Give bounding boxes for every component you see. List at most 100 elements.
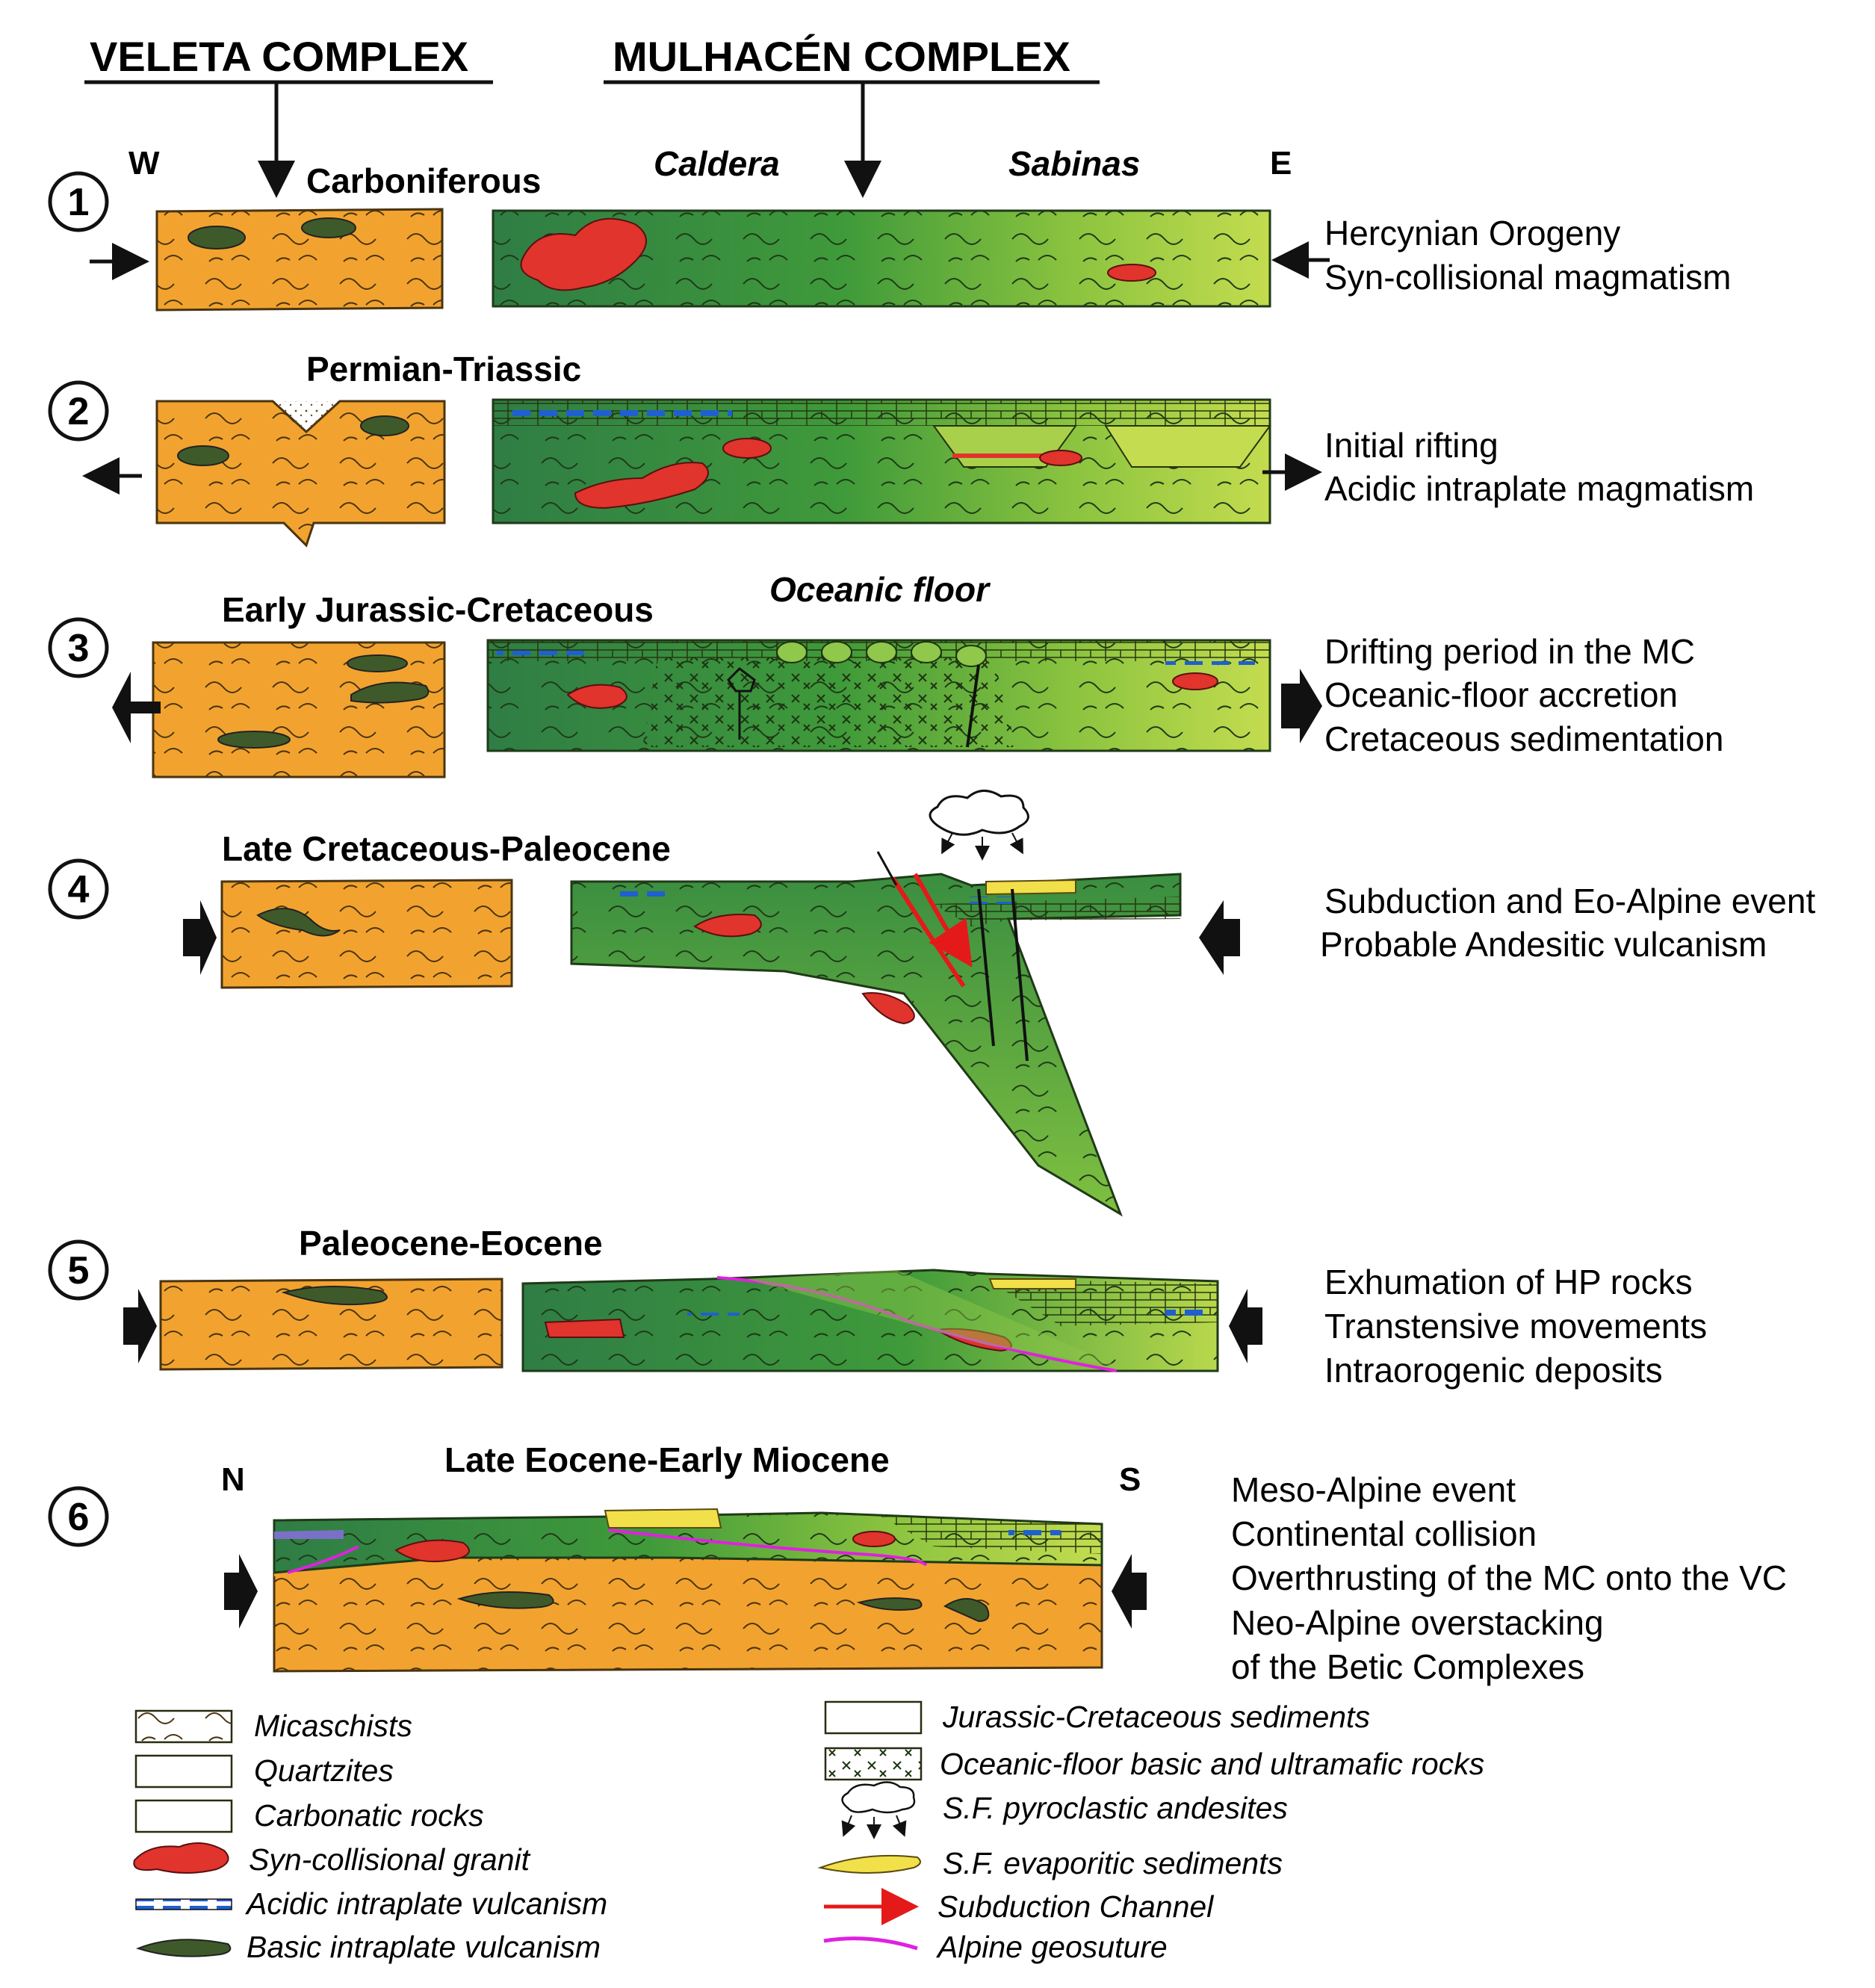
- oceanic-floor-crust: [642, 657, 1016, 747]
- acidic-vulcanism-layer: [1165, 1309, 1210, 1316]
- stage-4: 4 Late Cretaceous-Paleocene Subduction a…: [48, 790, 1815, 1217]
- compass-west: W: [128, 145, 160, 182]
- stage-number: 6: [68, 1496, 90, 1539]
- ash-fall-arrow: [941, 832, 955, 855]
- legend-swatch-evaporitic: [817, 1854, 921, 1874]
- carbonate-cap: [986, 1279, 1218, 1326]
- stage-number-badge: [48, 171, 109, 232]
- legend-label: Micaschists: [254, 1709, 412, 1743]
- acidic-vulcanism-layer: [508, 409, 732, 418]
- legend-swatch-texture: [825, 1748, 921, 1780]
- micaschist-texture: [157, 209, 442, 310]
- stage-description: Probable Andesitic vulcanism: [1320, 925, 1767, 964]
- stage-period: Permian-Triassic: [306, 350, 581, 388]
- basic-vulcanism-lens: [188, 226, 246, 250]
- stage-number: 3: [68, 627, 90, 670]
- ash-fall-arrow: [1009, 832, 1023, 855]
- alpine-geosuture: [608, 1529, 928, 1567]
- pillow-basalts: [776, 641, 987, 667]
- legend: Micaschists Quartzites Carbonatic rocks …: [133, 1700, 1484, 1964]
- syn-collisional-granite: [574, 462, 709, 510]
- stage-period: Late Eocene-Early Miocene: [444, 1440, 890, 1479]
- acidic-vulcanism-layer: [687, 1313, 740, 1320]
- basic-vulcanism-lens: [350, 681, 430, 704]
- stage-number-badge: [48, 1239, 109, 1301]
- stage-description: Subduction and Eo-Alpine event: [1324, 882, 1815, 920]
- stage-6: 6 N S Late Eocene-Early Miocene Meso-Alp…: [48, 1440, 1787, 1686]
- acidic-vulcanism-layer: [497, 648, 586, 655]
- acidic-vulcanism-layer: [964, 897, 1023, 904]
- compass-north: N: [221, 1461, 245, 1498]
- micaschist-texture: [157, 401, 444, 545]
- micaschist-texture: [493, 211, 1270, 306]
- stage-description: Neo-Alpine overstacking: [1231, 1603, 1604, 1642]
- legend-swatch-jurassic-cretaceous: [824, 1700, 923, 1735]
- stage-description: Exhumation of HP rocks: [1324, 1263, 1693, 1301]
- stage-description: of the Betic Complexes: [1231, 1647, 1584, 1686]
- stage-description: Continental collision: [1231, 1514, 1537, 1553]
- compression-arrow-east: [1199, 900, 1240, 975]
- stage-number: 4: [68, 868, 90, 911]
- stage-number-badge: [48, 380, 109, 442]
- basic-vulcanism-lens: [943, 1598, 990, 1623]
- micaschist-texture: [571, 874, 1180, 1214]
- stage-description: Acidic intraplate magmatism: [1324, 469, 1754, 508]
- rift-basin: [1104, 425, 1271, 468]
- syn-collisional-granite: [861, 992, 915, 1025]
- legend-label: S.F. pyroclastic andesites: [943, 1791, 1288, 1825]
- site-sabinas: Sabinas: [1008, 144, 1140, 183]
- legend-label: Oceanic-floor basic and ultramafic rocks: [940, 1747, 1484, 1781]
- syn-collisional-granite: [1039, 450, 1082, 466]
- syn-collisional-granite: [1172, 672, 1218, 690]
- oceanic-floor-slice: [747, 1270, 1121, 1367]
- quartzite-fill: [273, 401, 340, 432]
- syn-collisional-granite: [1107, 264, 1156, 282]
- acidic-vulcanism-layer: [613, 889, 672, 897]
- stage-number-badge: [48, 617, 109, 678]
- alpine-geosuture: [287, 1545, 359, 1574]
- extension-arrow-west: [112, 672, 161, 743]
- andesitic-conduit: [977, 888, 995, 1047]
- mulhacen-complex-title: MULHACÉN COMPLEX: [613, 33, 1070, 80]
- stage-period: Carboniferous: [306, 161, 541, 200]
- evaporitic-sediments: [988, 1278, 1076, 1289]
- pyroclastic-cloud-icon: [929, 790, 1029, 836]
- legend-swatch-carbonatic-rocks: [134, 1799, 233, 1833]
- extension-arrow-east: [1281, 669, 1322, 743]
- stage-number-badge: [48, 1486, 109, 1547]
- stage-1: 1 W E Carboniferous Caldera Sabinas Herc…: [48, 144, 1732, 312]
- basic-vulcanism-lens: [347, 654, 408, 672]
- stage-number: 5: [68, 1249, 90, 1292]
- stage-description: Syn-collisional magmatism: [1324, 258, 1732, 297]
- syn-collisional-granite: [693, 914, 762, 938]
- legend-label: Subduction Channel: [938, 1889, 1215, 1924]
- stage-number-badge: [48, 858, 109, 920]
- acidic-vulcanism-layer: [274, 1530, 344, 1539]
- site-caldera: Caldera: [654, 144, 780, 183]
- legend-swatch-texture: [136, 1711, 232, 1742]
- compression-arrow-west: [123, 1289, 157, 1363]
- syn-collisional-granite: [394, 1539, 470, 1563]
- stage-2: 2 Permian-Triassic Initial rifting Acidi…: [48, 350, 1754, 548]
- stage-period: Late Cretaceous-Paleocene: [222, 829, 671, 868]
- stage-5: 5 Paleocene-Eocene Exhumation of HP rock…: [48, 1224, 1707, 1390]
- compression-arrow-south: [1112, 1554, 1147, 1629]
- legend-label: Alpine geosuture: [935, 1930, 1168, 1964]
- stage-description: Oceanic-floor accretion: [1324, 675, 1678, 714]
- syn-collisional-granite: [566, 684, 627, 709]
- basic-vulcanism-lens: [456, 1591, 554, 1609]
- fault-trace: [876, 851, 898, 886]
- legend-label: Acidic intraplate vulcanism: [244, 1886, 607, 1921]
- carbonate-cap: [881, 1517, 1102, 1554]
- stage-number: 1: [68, 181, 90, 224]
- legend-swatch-basic-vulcanism: [136, 1939, 232, 1957]
- stage-description: Cretaceous sedimentation: [1324, 719, 1723, 758]
- alpine-geosuture: [716, 1276, 1118, 1372]
- basic-vulcanism-lens: [360, 415, 409, 436]
- stage-description: Meso-Alpine event: [1231, 1470, 1516, 1509]
- compression-arrow-north: [224, 1554, 258, 1629]
- stage-description: Drifting period in the MC: [1324, 632, 1695, 671]
- legend-swatch-quartzites: [134, 1754, 233, 1789]
- micaschist-texture: [222, 880, 512, 988]
